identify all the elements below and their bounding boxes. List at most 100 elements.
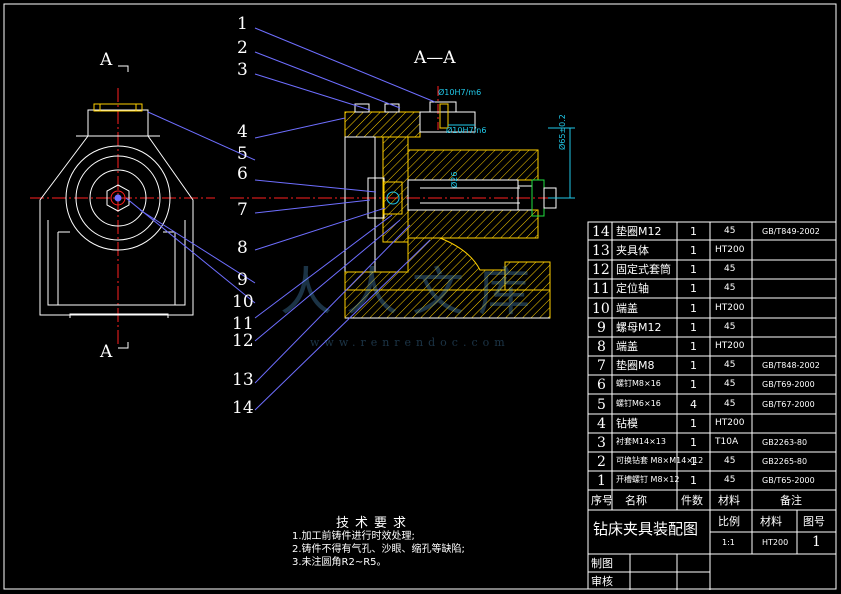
material-label: 材料 (760, 515, 782, 528)
bom-row-note: GB/T848-2002 (762, 361, 820, 370)
drawing-title: 钻床夹具装配图 (593, 520, 699, 538)
callout-8: 8 (237, 238, 248, 258)
left-view (30, 65, 215, 349)
bom-row-name: 端盖 (616, 302, 638, 315)
dimension-right: Ø65±0.2 (558, 114, 567, 150)
bom-row-qty: 1 (690, 417, 697, 430)
section-label-left-bottom: A (100, 342, 113, 362)
bom-row-qty: 1 (690, 340, 697, 353)
leader-lines (125, 27, 436, 411)
section-label-left-top: A (100, 50, 113, 70)
callout-13: 13 (232, 370, 254, 390)
bom-row-no: 4 (597, 416, 606, 432)
bom-row-name: 开槽螺钉 M8×12 (616, 475, 680, 484)
bom-row-mat: 45 (724, 283, 736, 293)
dimension-top-small: Ø10H7/n6 (446, 126, 487, 135)
bom-row-qty: 1 (690, 263, 697, 276)
callout-9: 9 (237, 270, 248, 290)
callout-1: 1 (237, 14, 248, 34)
bom-row-name: 固定式套筒 (616, 263, 671, 276)
dimension-mid: Ø26 (450, 171, 459, 188)
bom-header-no: 序号 (591, 494, 613, 507)
bom-row-mat: 45 (724, 456, 736, 466)
callout-14: 14 (232, 398, 254, 418)
bom-row-name: 螺钉M8×16 (616, 379, 661, 388)
bom-row-no: 6 (597, 377, 606, 393)
dimension-top: Ø10H7/m6 (438, 88, 482, 97)
bom-row-note: GB2263-80 (762, 438, 808, 447)
callout-10: 10 (232, 292, 254, 312)
bom-row-mat: 45 (724, 226, 736, 236)
bom-row-note: GB/T65-2000 (762, 476, 815, 485)
drawn-label: 制图 (591, 557, 613, 570)
bom-row-no: 11 (592, 281, 610, 297)
scale-label: 比例 (718, 515, 740, 528)
bom-row-mat: 45 (724, 399, 736, 409)
tech-note-1: 1.加工前铸件进行时效处理; (292, 531, 415, 542)
bom-row-no: 12 (592, 262, 610, 278)
bom-row-qty: 1 (690, 225, 697, 238)
bom-row-mat: 45 (724, 360, 736, 370)
bom-row-no: 5 (597, 397, 606, 413)
bom-row-no: 8 (597, 339, 606, 355)
bom-row-note: GB2265-80 (762, 457, 808, 466)
material-value: HT200 (762, 538, 789, 547)
bom-row-name: 螺钉M6×16 (616, 399, 661, 408)
bom-row-note: GB/T67-2000 (762, 400, 815, 409)
bom-row-name: 衬套M14×13 (616, 437, 666, 446)
scale-value: 1:1 (722, 538, 735, 547)
bom-row-qty: 1 (690, 436, 697, 449)
tech-notes-title: 技术要求 (336, 516, 413, 531)
bom-row-mat: HT200 (715, 303, 745, 313)
bom-header-qty: 件数 (681, 494, 703, 507)
bom-row-name: 夹具体 (616, 244, 649, 257)
bom-row-qty: 1 (690, 321, 697, 334)
bom-row-name: 螺母M12 (616, 321, 662, 334)
bom-row-name: 端盖 (616, 340, 638, 353)
bom-row-qty: 1 (690, 302, 697, 315)
drawing-no-value: 1 (812, 534, 821, 550)
callout-7: 7 (237, 200, 248, 220)
bom-row-no: 9 (597, 320, 606, 336)
bom-row-note: GB/T849-2002 (762, 227, 820, 236)
bom-row-mat: T10A (715, 437, 739, 447)
bom-row-name: 定位轴 (616, 282, 649, 295)
callout-12: 12 (232, 331, 254, 351)
watermark-url: www.renrendoc.com (310, 336, 510, 349)
bom-row-no: 1 (597, 473, 606, 489)
callout-4: 4 (237, 122, 248, 142)
bom-header-mat: 材料 (718, 494, 740, 507)
watermark-text: 人人文库 (280, 263, 545, 323)
bom-row-mat: 45 (724, 322, 736, 332)
tech-note-2: 2.铸件不得有气孔、沙眼、缩孔等缺陷; (292, 544, 465, 555)
bom-row-no: 10 (592, 301, 610, 317)
bom-row-name: 可换钻套 M8×M14×12 (616, 456, 704, 465)
callout-6: 6 (237, 164, 248, 184)
callout-2: 2 (237, 38, 248, 58)
bom-row-qty: 1 (690, 282, 697, 295)
bom-row-name: 垫圈M12 (616, 225, 662, 238)
bom-row-no: 2 (597, 454, 606, 470)
bom-row-no: 14 (592, 224, 610, 240)
checked-label: 审核 (591, 575, 613, 588)
bom-row-qty: 1 (690, 474, 697, 487)
section-view (230, 86, 575, 319)
bom-row-qty: 1 (690, 359, 697, 372)
bom-row-no: 3 (597, 435, 606, 451)
callout-11: 11 (232, 314, 254, 334)
bom-row-name: 垫圈M8 (616, 359, 655, 372)
bom-row-qty: 1 (690, 244, 697, 257)
bom-header-name: 名称 (625, 494, 647, 507)
bom-grid (587, 221, 837, 590)
bom-row-note: GB/T69-2000 (762, 380, 815, 389)
bom-row-mat: HT200 (715, 245, 745, 255)
callout-3: 3 (237, 60, 248, 80)
callout-5: 5 (237, 144, 248, 164)
section-label-main: A—A (414, 48, 456, 68)
bom-row-mat: 45 (724, 475, 736, 485)
bom-row-mat: 45 (724, 264, 736, 274)
bom-row-mat: 45 (724, 379, 736, 389)
bom-row-mat: HT200 (715, 418, 745, 428)
bom-row-no: 13 (592, 243, 610, 259)
